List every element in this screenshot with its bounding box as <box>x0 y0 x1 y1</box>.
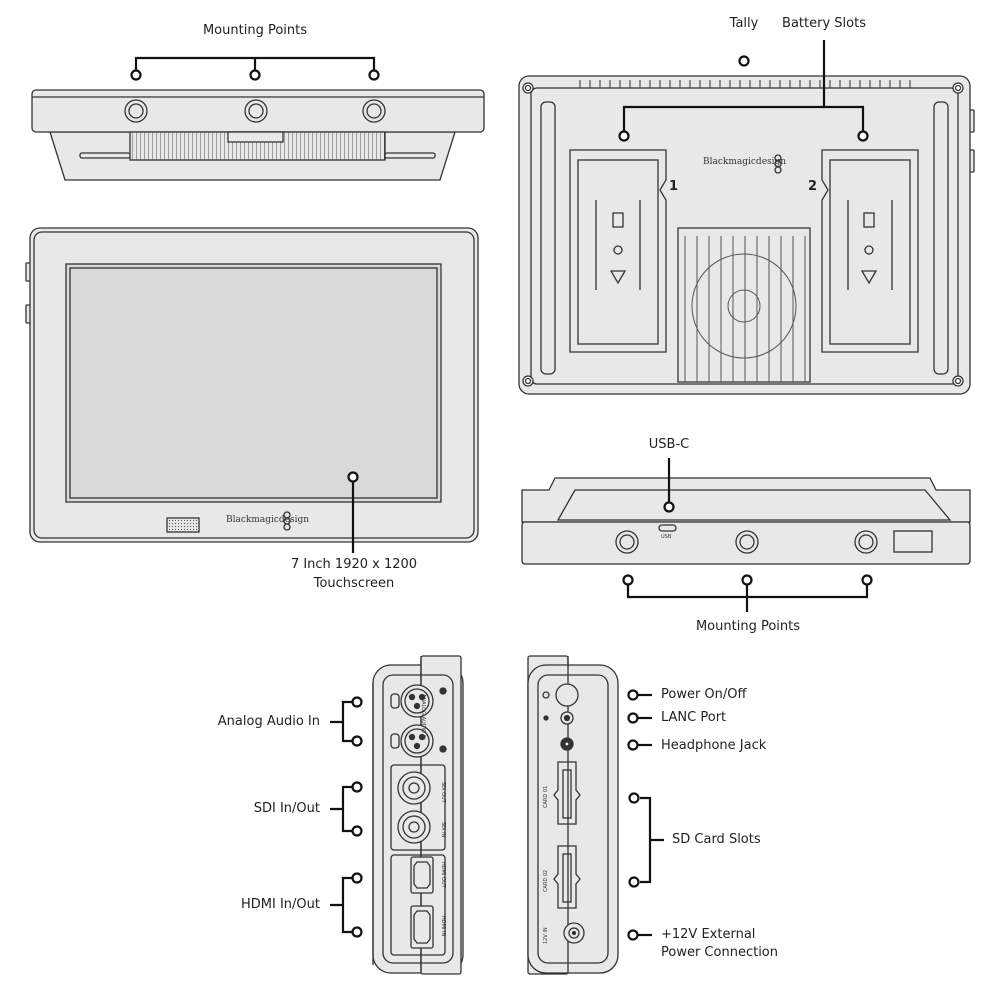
callout-dot <box>627 929 639 941</box>
callout-dot <box>618 130 630 142</box>
brand-back: Blackmagicdesign <box>703 157 787 167</box>
callout-dot <box>368 69 380 81</box>
label-ext-power-line1: +12V External <box>661 927 756 942</box>
callout-dot <box>249 69 261 81</box>
callout-dot <box>628 876 640 888</box>
label-sd-card-slots: SD Card Slots <box>672 832 761 847</box>
label-ext-power-line2: Power Connection <box>661 945 778 960</box>
callout-dot <box>622 574 634 586</box>
label-touchscreen-line1: 7 Inch 1920 x 1200 <box>290 557 418 572</box>
lanc-port-device <box>543 711 574 725</box>
usb-c-port <box>658 524 677 532</box>
hdmi-out-port-text: HDMI OUT <box>440 862 446 888</box>
bottom-view-device <box>521 477 971 565</box>
label-tally: Tally <box>729 16 759 31</box>
headphone-jack-device <box>560 737 574 751</box>
touchscreen <box>65 263 442 503</box>
label-mounting-points-top: Mounting Points <box>202 23 308 38</box>
back-view-device <box>518 75 975 395</box>
label-sdi-in-out: SDI In/Out <box>253 801 320 816</box>
label-analog-audio-in: Analog Audio In <box>217 714 320 729</box>
xlr-input-1 <box>390 684 447 718</box>
card-slot-2-text: CARD 02 <box>543 869 549 892</box>
callout-dot <box>351 825 363 837</box>
callout-dot <box>627 712 639 724</box>
mount-hole-top-1 <box>124 99 148 123</box>
callout-dot <box>857 130 869 142</box>
sdi-in-port-text: SDI IN <box>440 822 446 838</box>
battery-slot-2 <box>821 149 919 353</box>
sd-slot-2 <box>553 845 581 909</box>
power-button-device <box>542 683 579 707</box>
sdi-out-port-text: SDI OUT <box>440 782 446 803</box>
mount-hole-bottom-3 <box>854 530 878 554</box>
top-view-device <box>31 89 485 181</box>
callout-dot <box>738 55 750 67</box>
brand-front: Blackmagicdesign <box>226 515 310 525</box>
label-headphone-jack: Headphone Jack <box>661 738 767 753</box>
callout-dot <box>628 792 640 804</box>
callout-dot <box>741 574 753 586</box>
power-12v-text: 12V IN <box>543 927 549 944</box>
right-side-device <box>527 655 619 975</box>
hdmi-in-connector <box>410 905 434 949</box>
label-usb-c: USB-C <box>648 437 690 452</box>
hdmi-in-port-text: HDMI IN <box>440 916 446 937</box>
mount-hole-top-3 <box>362 99 386 123</box>
front-view-device <box>25 227 479 543</box>
mount-hole-bottom-1 <box>615 530 639 554</box>
label-power-on-off: Power On/Off <box>661 687 747 702</box>
left-side-device <box>372 655 464 975</box>
label-lanc-port: LANC Port <box>661 710 727 725</box>
callout-dot <box>627 689 639 701</box>
callout-dot <box>351 696 363 708</box>
callout-dot <box>351 781 363 793</box>
label-touchscreen-line2: Touchscreen <box>313 576 395 591</box>
speaker-grille <box>166 517 200 533</box>
callout-dot <box>130 69 142 81</box>
label-mounting-points-bottom: Mounting Points <box>695 619 801 634</box>
callout-dot <box>351 926 363 938</box>
card-slot-1-text: CARD 01 <box>543 785 549 808</box>
mount-hole-top-2 <box>244 99 268 123</box>
dc-power-connector-device <box>563 922 585 944</box>
callout-dot <box>351 872 363 884</box>
sdi-out-connector <box>397 771 431 805</box>
battery-slot-1 <box>569 149 667 353</box>
cooling-fan <box>677 227 811 383</box>
callout-dot <box>351 735 363 747</box>
label-hdmi-in-out: HDMI In/Out <box>241 897 320 912</box>
sd-slot-1 <box>553 761 581 825</box>
hdmi-out-connector <box>410 856 434 894</box>
mount-hole-bottom-2 <box>735 530 759 554</box>
callout-dot <box>347 471 359 483</box>
usb-port-text: USB <box>661 534 672 540</box>
label-battery-slots: Battery Slots <box>782 16 866 31</box>
xlr-input-2 <box>390 724 447 758</box>
callout-dot <box>627 739 639 751</box>
analog-audio-port-text: ANALOG AUDIO IN <box>420 694 426 740</box>
callout-dot <box>663 501 675 513</box>
callout-dot <box>861 574 873 586</box>
sdi-in-connector <box>397 810 431 844</box>
battery-slot-2-number: 2 <box>808 179 818 194</box>
battery-slot-1-number: 1 <box>669 179 679 194</box>
